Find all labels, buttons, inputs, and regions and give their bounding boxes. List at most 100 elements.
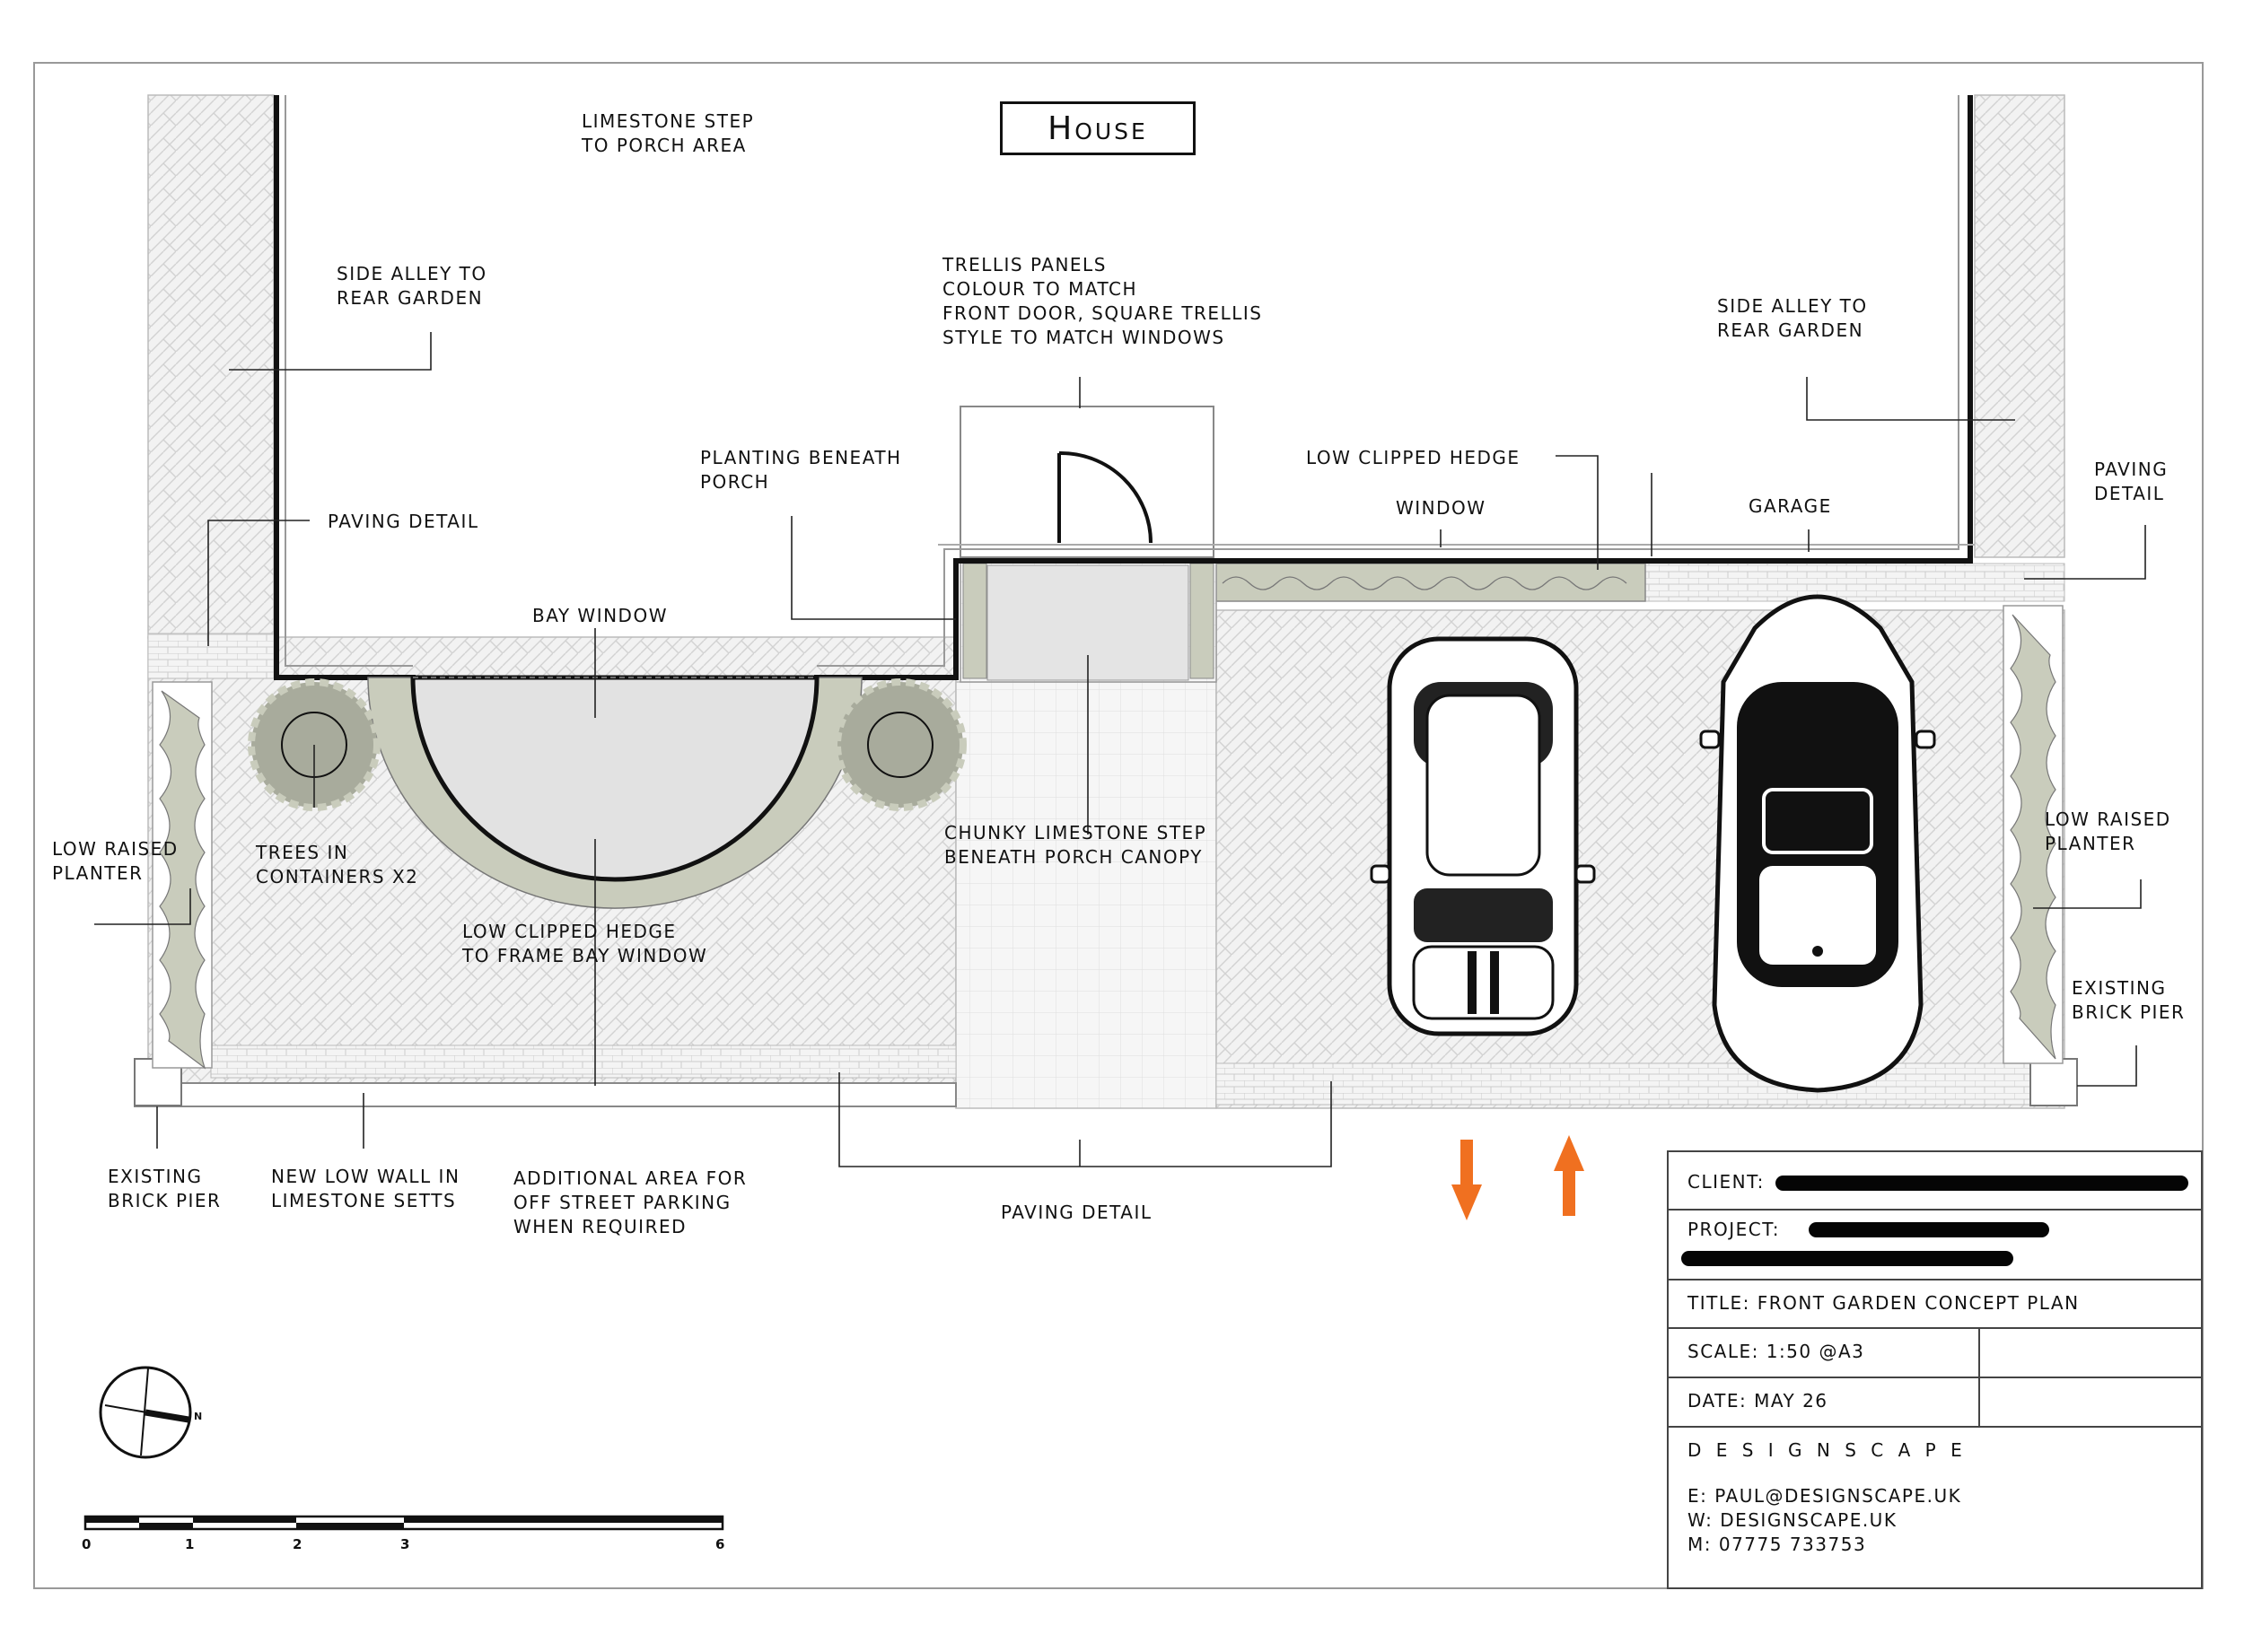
label-hedge-bay: Low clipped hedge to frame bay window: [462, 920, 707, 968]
label-window: Window: [1396, 496, 1486, 520]
raised-planter-right-planting: [2010, 614, 2056, 1060]
client-label: Client:: [1687, 1171, 1765, 1193]
label-paving-right: Paving detail: [2094, 458, 2168, 506]
right-side-alley: [1974, 94, 2065, 558]
car-large: [1699, 594, 1936, 1093]
scale-tick-2: 2: [293, 1536, 302, 1552]
label-hedge-bay-line-1: to frame bay window: [462, 945, 708, 966]
raised-planter-left-planting: [159, 690, 206, 1070]
label-new-wall-line-0: New low wall in: [271, 1166, 460, 1187]
arrow-in: [1451, 1140, 1482, 1220]
label-hedge-bay-line-0: Low clipped hedge: [462, 921, 677, 942]
label-trees-line-0: Trees in: [256, 842, 349, 863]
label-trellis-line-3: style to match windows: [942, 327, 1225, 348]
label-pier-left: Existing brick pier: [108, 1165, 221, 1213]
setts-band-top-left: [147, 633, 275, 679]
porch-planting-right: [1189, 563, 1214, 679]
label-trees-line-1: containers x2: [256, 866, 419, 887]
scale-tick-0: 0: [82, 1536, 92, 1552]
house-wall-inner: [285, 95, 1959, 667]
label-bay-window: Bay window: [532, 604, 668, 628]
label-chunky-step: Chunky limestone step beneath porch canop…: [944, 821, 1206, 870]
north-label: N: [194, 1411, 203, 1422]
label-planting-porch: Planting beneathporch: [700, 446, 902, 494]
label-side-alley-left: Side alley to rear garden: [337, 262, 487, 310]
label-additional-area: Additional area for off street parking whe…: [513, 1167, 747, 1239]
setts-band-right: [1215, 1062, 2065, 1106]
brick-pier-right: [2029, 1058, 2078, 1106]
label-chunky-step-line-1: beneath porch canopy: [944, 846, 1203, 868]
project-redaction-1: [1809, 1222, 2049, 1237]
label-pier-right-line-0: Existing: [2072, 977, 2167, 999]
label-side-alley-left-line-0: Side alley to: [337, 263, 487, 284]
label-side-alley-left-line-1: rear garden: [337, 287, 484, 309]
scale-tick-3: 3: [400, 1536, 410, 1552]
label-pier-left-line-1: brick pier: [108, 1190, 222, 1211]
label-additional-area-line-2: when required: [513, 1216, 688, 1237]
label-paving-bottom: Paving detail: [1001, 1201, 1153, 1225]
drawing-date: Date: May 26: [1687, 1390, 1828, 1412]
company-name: D e s i g n s c a p e: [1687, 1439, 1967, 1461]
label-side-alley-right-line-1: rear garden: [1717, 319, 1864, 341]
company-mobile: M: 07775 733753: [1687, 1534, 1867, 1555]
setts-band-left: [210, 1045, 957, 1079]
porch-canopy: [960, 406, 1214, 558]
left-side-alley: [147, 94, 275, 639]
client-redaction: [1775, 1176, 2188, 1191]
label-window-line-0: Window: [1396, 497, 1486, 519]
label-pier-right-line-1: brick pier: [2072, 1001, 2186, 1023]
label-bay-window-line-0: Bay window: [532, 605, 668, 626]
label-limestone-step-line-1: to porch area: [582, 135, 747, 156]
front-door: [1057, 450, 1153, 544]
label-garage: Garage: [1749, 494, 1832, 519]
arrow-out: [1554, 1135, 1584, 1216]
tree-right: [834, 678, 967, 811]
label-low-planter-left-line-1: planter: [52, 862, 144, 884]
label-garage-line-0: Garage: [1749, 495, 1832, 517]
north-arrow: [99, 1366, 192, 1459]
leader-lines: [94, 332, 2146, 1167]
label-low-planter-right-line-0: Low raised: [2045, 809, 2171, 830]
label-low-planter-right: Low raised planter: [2045, 808, 2171, 856]
sheet-border: [33, 62, 2204, 1589]
label-low-hedge-top: Low clipped hedge: [1306, 446, 1521, 470]
label-side-alley-right: Side alley torear garden: [1717, 294, 1868, 343]
label-additional-area-line-0: Additional area for: [513, 1167, 748, 1189]
label-low-planter-left-line-0: Low raised: [52, 838, 179, 860]
scale-tick-6: 6: [715, 1536, 725, 1552]
company-web: W: designscape.uk: [1687, 1509, 1898, 1531]
label-paving-right-line-1: detail: [2094, 483, 2165, 504]
label-paving-left: Paving detail: [328, 510, 479, 534]
label-pier-right: Existingbrick pier: [2072, 976, 2185, 1025]
label-low-hedge-top-line-0: Low clipped hedge: [1306, 447, 1521, 468]
label-low-planter-left: Low raisedplanter: [52, 837, 179, 886]
low-wall: [134, 1082, 957, 1107]
scale-bar: [83, 1515, 724, 1531]
scale-tick-1: 1: [185, 1536, 195, 1552]
central-path-paving: [955, 681, 1217, 1109]
label-paving-right-line-0: Paving: [2094, 459, 2169, 480]
label-chunky-step-line-0: Chunky limestone step: [944, 822, 1207, 843]
label-trellis-line-2: front door, square trellis: [942, 302, 1263, 324]
label-low-planter-right-line-1: planter: [2045, 833, 2136, 854]
label-side-alley-right-line-0: Side alley to: [1717, 295, 1868, 317]
label-trellis-line-1: colour to match: [942, 278, 1138, 300]
driveway-paving: [1215, 609, 2065, 1109]
project-redaction-2: [1681, 1251, 2013, 1266]
label-trellis: Trellis panelscolour to matchfront door,…: [942, 253, 1262, 350]
company-email: E: paul@designscape.uk: [1687, 1485, 1962, 1507]
label-pier-left-line-0: Existing: [108, 1166, 203, 1187]
label-paving-bottom-line-0: Paving detail: [1001, 1202, 1153, 1223]
house-title: House: [1000, 101, 1196, 155]
label-new-wall: New low wall inlimestone setts: [271, 1165, 460, 1213]
label-paving-left-line-0: Paving detail: [328, 511, 479, 532]
drawing-title: Title: Front garden concept plan: [1687, 1292, 2080, 1314]
label-limestone-step-line-0: Limestone step: [582, 110, 755, 132]
label-limestone-step: Limestone step to porch area: [582, 109, 754, 158]
porch-planting-left: [962, 563, 987, 679]
label-trees: Trees in containers x2: [256, 841, 418, 889]
label-additional-area-line-1: off street parking: [513, 1192, 732, 1213]
bay-window: [410, 675, 820, 882]
project-label: Project:: [1687, 1219, 1780, 1240]
